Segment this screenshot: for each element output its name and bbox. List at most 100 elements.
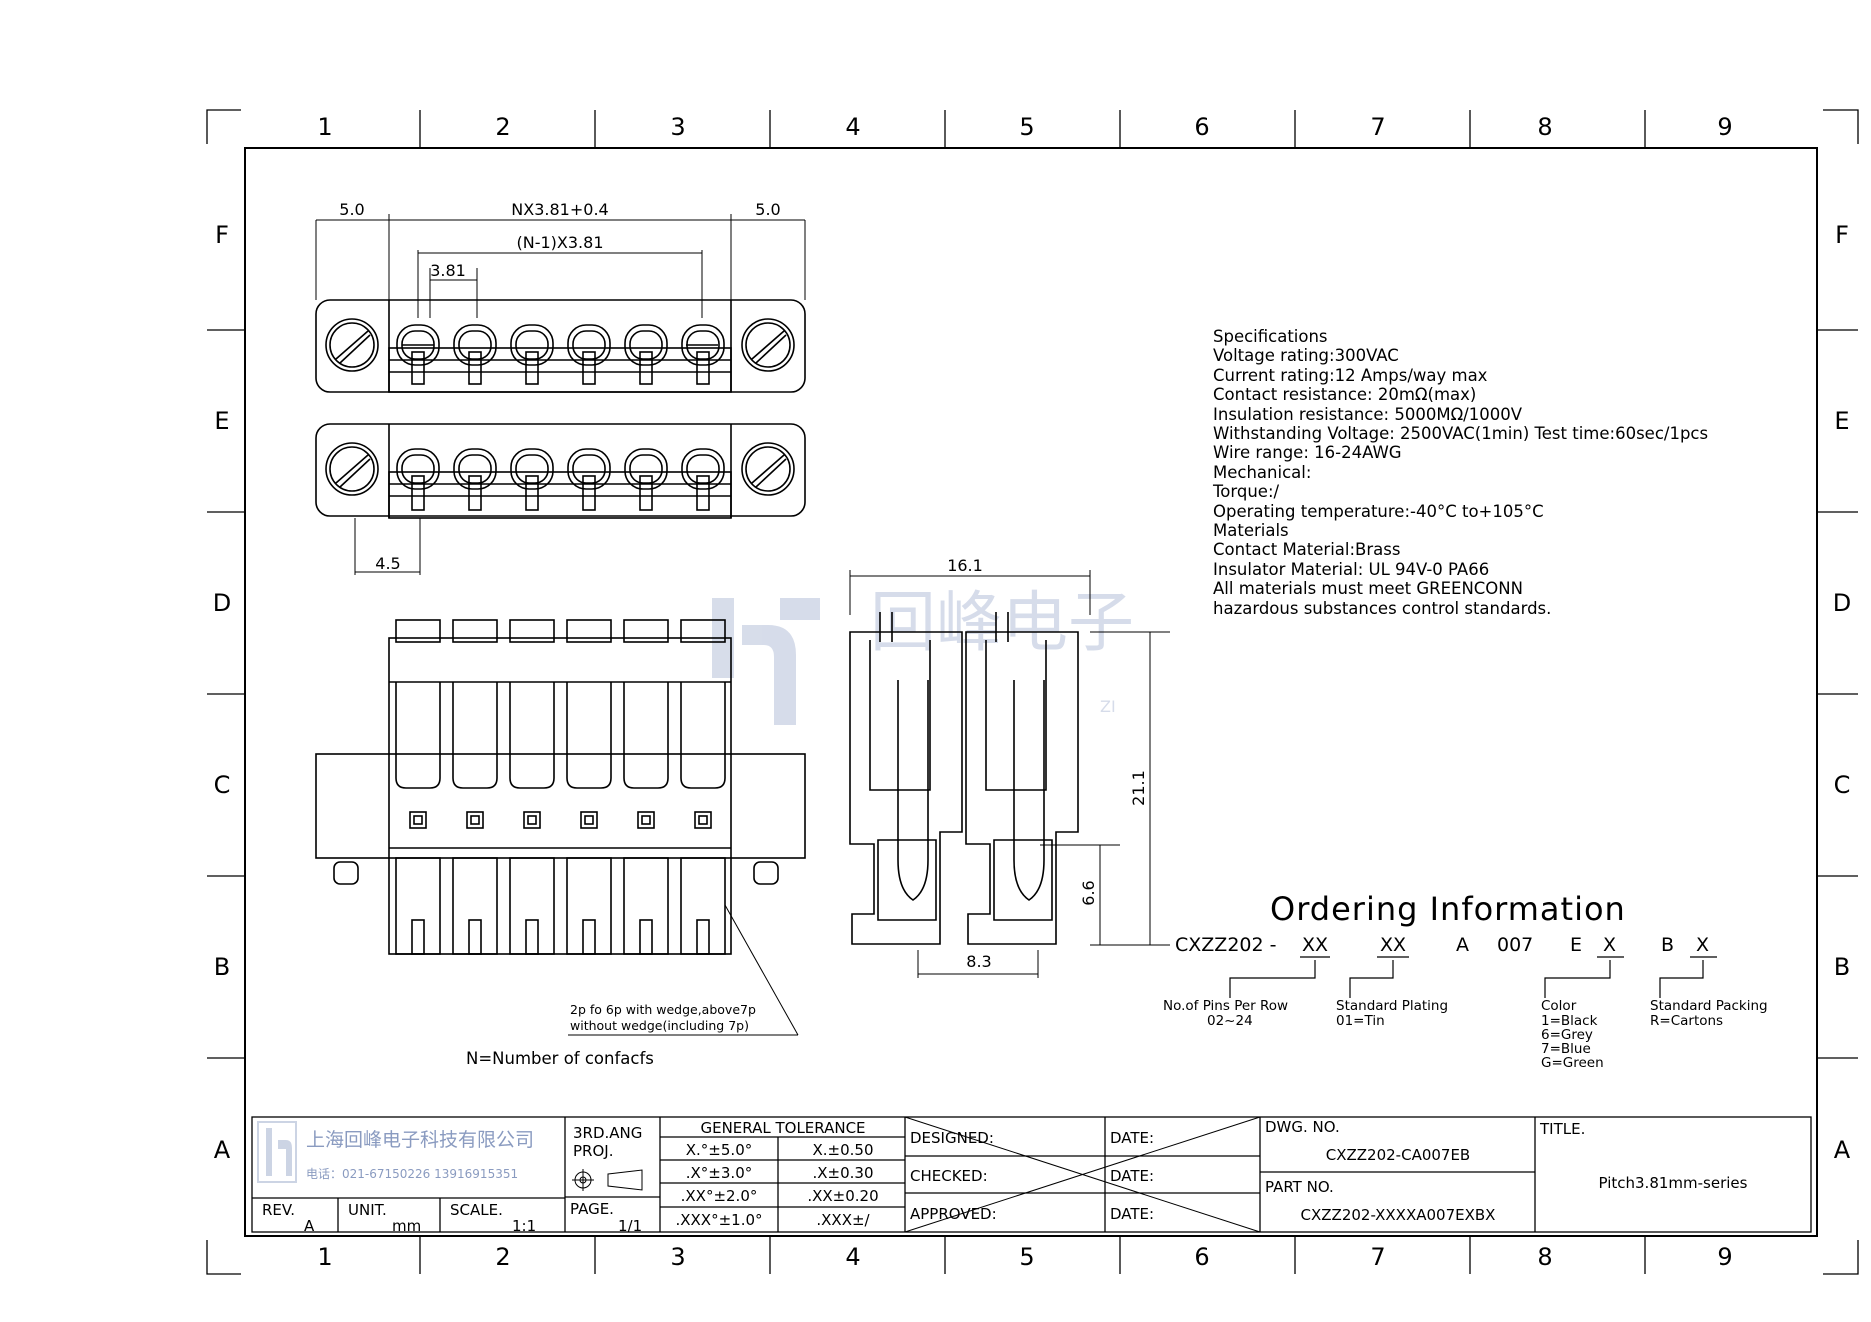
front-pin-housing bbox=[509, 857, 555, 955]
tol-linear-0: X.±0.50 bbox=[812, 1141, 873, 1159]
date-label-1: DATE: bbox=[1110, 1129, 1154, 1147]
mounting-screw-inner bbox=[329, 446, 375, 492]
plating-label: Standard Plating bbox=[1336, 998, 1449, 1014]
contact-slot bbox=[582, 475, 596, 511]
wedge-note-line2: without wedge(including 7p) bbox=[570, 1018, 749, 1033]
spec-line: Insulation resistance: 5000MΩ/1000V bbox=[1213, 404, 1523, 424]
row-label: C bbox=[1834, 771, 1851, 799]
col-label: 3 bbox=[670, 1243, 685, 1271]
color-value: 6=Grey bbox=[1541, 1027, 1593, 1043]
wire-entry-inner bbox=[629, 330, 663, 360]
front-wire-opening bbox=[566, 682, 612, 789]
col-label: 7 bbox=[1370, 1243, 1385, 1271]
row-labels-right: F E D C B A bbox=[1833, 221, 1851, 1164]
mounting-screw bbox=[325, 442, 379, 496]
packing-label: Standard Packing bbox=[1650, 998, 1768, 1014]
scale-value: 1:1 bbox=[512, 1217, 536, 1235]
ordering-plating-code: XX bbox=[1380, 934, 1407, 956]
front-wire-opening bbox=[623, 682, 669, 789]
ordering-pins-code: XX bbox=[1302, 934, 1329, 956]
spec-line: Withstanding Voltage: 2500VAC(1min) Test… bbox=[1213, 424, 1709, 444]
mounting-screw-inner bbox=[329, 322, 375, 368]
ordering-title: Ordering Information bbox=[1270, 890, 1626, 928]
wire-entry-inner bbox=[458, 330, 492, 360]
watermark-logo-icon bbox=[712, 598, 820, 725]
rev-value: A bbox=[304, 1217, 315, 1235]
company-phone: 电话：021-67150226 13916915351 bbox=[306, 1167, 518, 1181]
col-label: 4 bbox=[845, 1243, 860, 1271]
front-test-port-inner bbox=[641, 815, 651, 825]
row-label: A bbox=[214, 1136, 231, 1164]
unit-label: UNIT. bbox=[348, 1201, 387, 1219]
wire-entry-inner bbox=[686, 454, 720, 484]
wire-entry-inner bbox=[458, 454, 492, 484]
wire-entry bbox=[624, 448, 668, 490]
front-test-port bbox=[409, 811, 427, 829]
release-lever bbox=[995, 612, 1009, 642]
spec-line: Mechanical: bbox=[1213, 462, 1312, 482]
tol-title: GENERAL TOLERANCE bbox=[700, 1119, 865, 1137]
watermark-text: 回峰电子 bbox=[870, 584, 1134, 661]
wire-entry-inner bbox=[572, 330, 606, 360]
dim-right-margin: 5.0 bbox=[755, 200, 780, 219]
row-label: D bbox=[213, 589, 231, 617]
row-label: C bbox=[214, 771, 231, 799]
date-label-2: DATE: bbox=[1110, 1167, 1154, 1185]
screw-slot bbox=[335, 330, 369, 360]
front-pin-slot bbox=[696, 919, 710, 955]
column-labels-bottom: 1 2 3 4 5 6 7 8 9 bbox=[317, 1243, 1732, 1271]
row-label: E bbox=[214, 407, 229, 435]
front-wire-opening bbox=[509, 682, 555, 789]
screw-slot bbox=[751, 454, 785, 484]
spec-line: Current rating:12 Amps/way max bbox=[1213, 365, 1488, 385]
mounting-screw bbox=[741, 442, 795, 496]
row-label: F bbox=[1835, 221, 1849, 249]
front-test-port-inner bbox=[527, 815, 537, 825]
col-label: 9 bbox=[1717, 113, 1732, 141]
col-label: 1 bbox=[317, 1243, 332, 1271]
tol-angle-0: X.°±5.0° bbox=[686, 1141, 752, 1159]
side-view-dimensions bbox=[849, 570, 1170, 978]
front-release-button bbox=[395, 619, 441, 643]
wire-entry-inner bbox=[515, 330, 549, 360]
row-label: A bbox=[1834, 1136, 1851, 1164]
row-label: B bbox=[1834, 953, 1850, 981]
front-test-port-inner bbox=[470, 815, 480, 825]
screw-slot bbox=[751, 330, 785, 360]
proj-label-1: 3RD.ANG bbox=[573, 1124, 642, 1142]
contact-slot bbox=[639, 351, 653, 385]
plating-value: 01=Tin bbox=[1336, 1013, 1385, 1029]
front-release-button bbox=[566, 619, 612, 643]
date-label-3: DATE: bbox=[1110, 1205, 1154, 1223]
contact-slot bbox=[696, 475, 710, 511]
spec-line: Materials bbox=[1213, 521, 1289, 541]
col-label: 2 bbox=[495, 1243, 510, 1271]
front-release-button bbox=[623, 619, 669, 643]
spec-line: Operating temperature:-40°C to+105°C bbox=[1213, 501, 1544, 521]
ordering-b: B bbox=[1661, 934, 1675, 956]
page-label: PAGE. bbox=[570, 1200, 614, 1218]
specifications-block: Specifications Voltage rating:300VAC Cur… bbox=[1213, 327, 1708, 618]
row-labels-left: F E D C B A bbox=[213, 221, 231, 1164]
rev-label: REV. bbox=[262, 1201, 295, 1219]
wire-entry bbox=[453, 324, 497, 366]
wire-entry bbox=[453, 448, 497, 490]
wire-entry bbox=[681, 324, 725, 366]
spec-line: All materials must meet GREENCONN bbox=[1213, 579, 1523, 599]
screw-slot bbox=[755, 334, 787, 364]
wire-entry-inner bbox=[515, 454, 549, 484]
spec-line: Wire range: 16-24AWG bbox=[1213, 443, 1402, 463]
wire-entry bbox=[510, 324, 554, 366]
dwg-no-label: DWG. NO. bbox=[1265, 1118, 1340, 1136]
col-label: 2 bbox=[495, 113, 510, 141]
front-wire-opening bbox=[680, 682, 726, 789]
contact-slot bbox=[468, 475, 482, 511]
ordering-e: E bbox=[1570, 934, 1583, 956]
color-value: G=Green bbox=[1541, 1055, 1604, 1071]
pin-section bbox=[993, 839, 1053, 921]
front-pin-housing bbox=[395, 857, 441, 955]
contact-slot bbox=[525, 475, 539, 511]
front-test-port bbox=[694, 811, 712, 829]
contact-slot bbox=[468, 351, 482, 385]
